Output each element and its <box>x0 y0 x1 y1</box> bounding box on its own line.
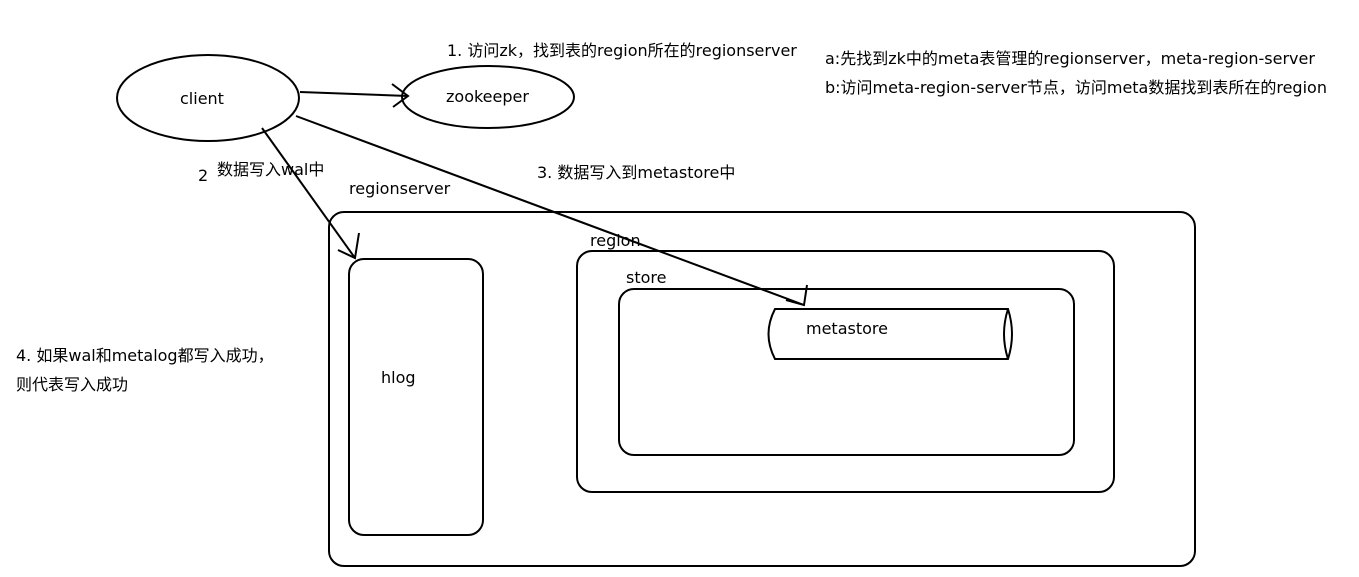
step2-text: 数据写入wal中 <box>217 160 325 179</box>
store-label: store <box>626 268 667 287</box>
hlog-label: hlog <box>381 368 416 387</box>
client-label: client <box>180 89 224 108</box>
zookeeper-node <box>401 65 575 129</box>
client-node <box>116 54 300 142</box>
hlog-box <box>348 258 484 536</box>
arrow-client-hlog <box>261 127 356 259</box>
regionserver-label: regionserver <box>349 179 451 198</box>
regionserver-box <box>328 211 1196 567</box>
zookeeper-label: zookeeper <box>446 87 529 106</box>
note-a: a:先找到zk中的meta表管理的regionserver，meta-regio… <box>825 49 1315 68</box>
region-box <box>576 250 1115 493</box>
arrowhead-zookeeper-icon <box>391 83 410 108</box>
arrow-client-metastore <box>295 115 805 306</box>
note-b: b:访问meta-region-server节点，访问meta数据找到表所在的r… <box>825 78 1327 97</box>
step4-line2: 则代表写入成功 <box>16 375 129 394</box>
metastore-cylinder-edge <box>1003 308 1009 360</box>
step4-line1: 4. 如果wal和metalog都写入成功， <box>16 346 274 365</box>
metastore-label: metastore <box>806 319 888 338</box>
step2-number: 2 <box>198 166 209 185</box>
step1-text: 1. 访问zk，找到表的region所在的regionserver <box>447 41 797 60</box>
arrow-client-zookeeper <box>299 91 409 97</box>
arrowhead-hlog-icon <box>337 232 360 260</box>
step3-text: 3. 数据写入到metastore中 <box>537 163 736 182</box>
region-label: region <box>590 231 641 250</box>
store-box <box>618 288 1075 456</box>
arrowhead-metastore-icon <box>785 284 808 307</box>
